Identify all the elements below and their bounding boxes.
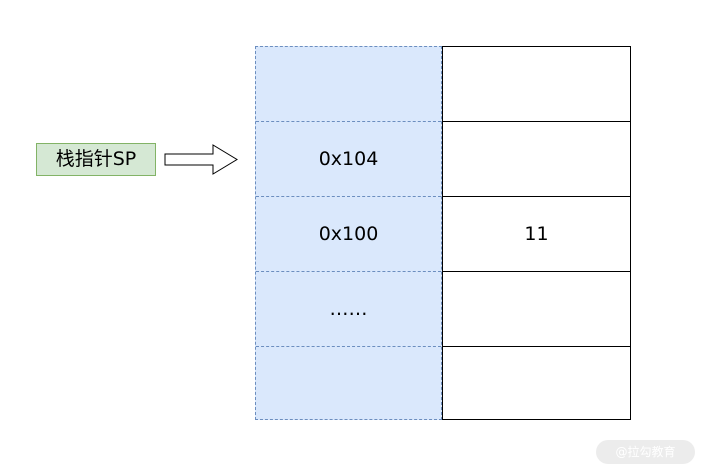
stack-value-cell	[443, 347, 630, 422]
stack-address-cell: 0x100	[256, 197, 441, 272]
stack-value-cell	[443, 122, 630, 197]
stack-address-column: 0x104 0x100 ……	[255, 46, 442, 420]
stack-pointer-label: 栈指针SP	[36, 143, 156, 176]
stack-value-cell	[443, 47, 630, 122]
stack-value-cell	[443, 272, 630, 347]
stack-value-cell: 11	[443, 197, 630, 272]
stack-address-cell	[256, 347, 441, 422]
stack-address-cell: ……	[256, 272, 441, 347]
right-arrow-icon	[164, 144, 238, 175]
stack-address-cell	[256, 47, 441, 122]
watermark: @拉勾教育	[596, 440, 695, 464]
stack-address-cell: 0x104	[256, 122, 441, 197]
stack-value-column: 11	[442, 46, 631, 420]
